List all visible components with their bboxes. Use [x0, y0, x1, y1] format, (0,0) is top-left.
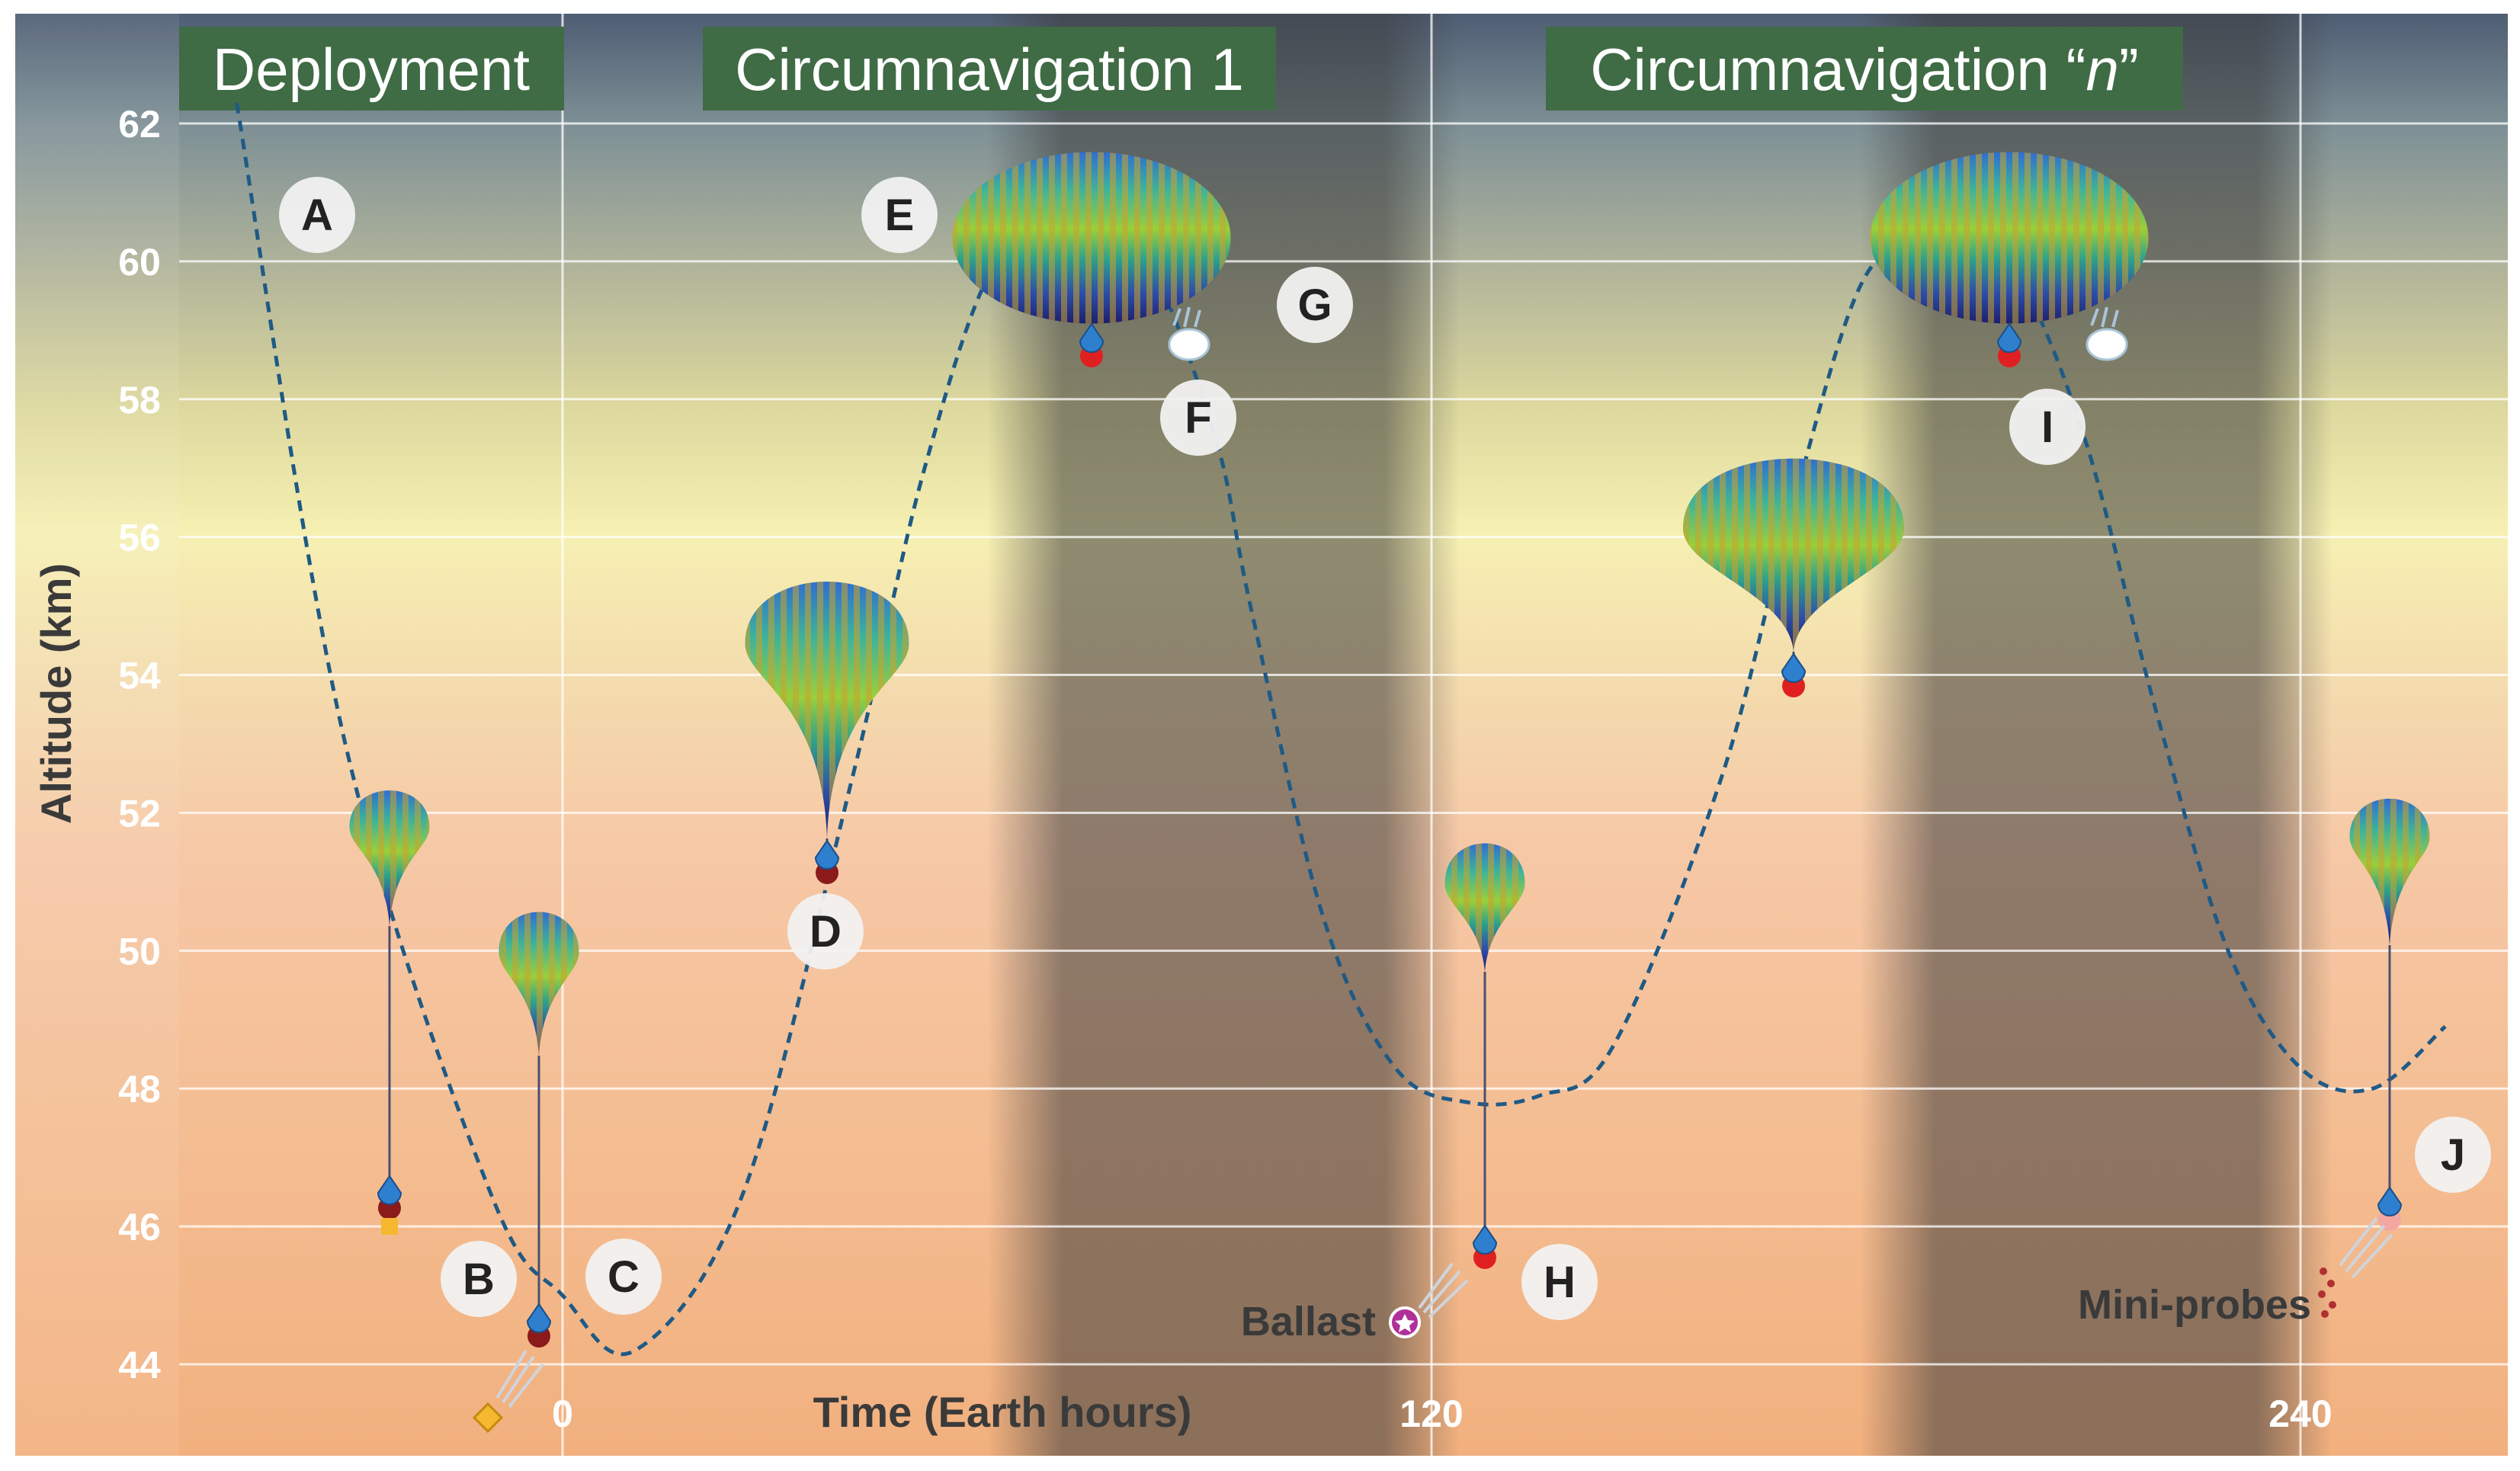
balloon-descent-1: [1444, 843, 1525, 1269]
balloon-ribs: [745, 582, 909, 838]
marker-label: C: [608, 1252, 640, 1302]
marker-circle: [2415, 1117, 2491, 1193]
balloon-inflating-1: [745, 582, 909, 884]
probe-body: [1079, 322, 1105, 353]
marker-label: A: [301, 191, 333, 240]
balloons: [349, 152, 2430, 1348]
phase-label: Circumnavigation 1: [735, 36, 1244, 103]
y-tick-label: 54: [118, 655, 161, 697]
marker-d: D: [787, 893, 864, 969]
probe-body: [377, 1175, 402, 1205]
x-tick-120: 120: [1399, 1392, 1463, 1435]
balloon-ribs: [1444, 843, 1525, 972]
marker-circle: [861, 177, 938, 253]
balloon-ribs: [1870, 152, 2149, 324]
phase-label-suffix: ”: [2119, 36, 2139, 103]
marker-circle: [441, 1241, 517, 1317]
marker-e: E: [861, 177, 938, 253]
phase-label: Deployment: [213, 36, 531, 103]
balloon-ribs: [2349, 798, 2430, 945]
capsule-box: [381, 1218, 398, 1235]
balloon-ribs: [349, 790, 430, 926]
marker-circle: [2009, 389, 2086, 465]
marker-label: D: [810, 907, 842, 957]
y-tick-label: 48: [118, 1068, 161, 1110]
gas-vent-icon: [2086, 306, 2128, 361]
phase-header-deployment: Deployment: [179, 27, 564, 111]
marker-h: H: [1521, 1244, 1598, 1320]
gas-vent-icon: [1168, 306, 1210, 361]
y-tick-label: 44: [118, 1344, 161, 1386]
marker-circle: [787, 893, 864, 969]
marker-circle: [1521, 1244, 1598, 1320]
x-tick-240: 240: [2268, 1392, 2332, 1435]
marker-j: J: [2415, 1117, 2491, 1193]
phase-box: [1546, 27, 2183, 111]
marker-c: C: [585, 1239, 662, 1315]
y-axis-title: Altitude (km): [32, 563, 80, 824]
y-tick-label: 46: [118, 1206, 161, 1248]
probe-body: [814, 839, 840, 870]
marker-i: I: [2009, 389, 2086, 465]
marker-f: F: [1160, 380, 1236, 456]
balloon-ribs: [1683, 458, 1904, 652]
step-markers: A B C D E F G H I J: [279, 177, 2491, 1320]
y-tick-label: 52: [118, 792, 161, 835]
marker-label: G: [1297, 280, 1332, 330]
marker-circle: [585, 1239, 662, 1315]
marker-label: J: [2441, 1130, 2465, 1180]
marker-label: H: [1544, 1258, 1576, 1307]
balloon-float-n: [1870, 152, 2149, 367]
y-tick-label: 58: [118, 379, 161, 421]
phase-label-prefix: Circumnavigation “: [1590, 36, 2086, 103]
mini-probes-icon: [2318, 1216, 2393, 1318]
marker-label: I: [2041, 402, 2054, 452]
marker-circle: [279, 177, 355, 253]
probe-body: [1996, 322, 2022, 353]
marker-circle: [1160, 380, 1236, 456]
balloon-descent-n: [2349, 798, 2430, 1231]
ballast-icon: [1389, 1262, 1469, 1338]
balloon-ribs: [952, 152, 1231, 324]
marker-g: G: [1277, 267, 1353, 343]
marker-label: F: [1185, 393, 1211, 443]
y-tick-label: 62: [118, 103, 161, 146]
marker-a: A: [279, 177, 355, 253]
phase-label: Circumnavigation “n”: [1590, 36, 2139, 103]
phase-box: [179, 27, 564, 111]
x-axis-title: Time (Earth hours): [813, 1388, 1192, 1436]
probe-body: [1472, 1224, 1498, 1255]
probe-body: [1781, 652, 1807, 683]
axis-strip: [15, 14, 179, 1456]
ballast-label: Ballast: [1241, 1299, 1376, 1344]
balloon-ribs: [499, 912, 579, 1056]
balloon-float-1: [952, 152, 1231, 367]
probe-body: [526, 1303, 552, 1333]
y-tick-label: 56: [118, 517, 161, 559]
phase-header-circumnavigation-n: Circumnavigation “n”: [1546, 27, 2183, 111]
marker-circle: [1277, 267, 1353, 343]
altitude-trajectory: [235, 102, 2447, 1357]
probe-body: [2377, 1186, 2403, 1216]
marker-b: B: [441, 1241, 517, 1317]
phase-label-italic: n: [2086, 36, 2118, 103]
marker-label: E: [885, 191, 915, 240]
balloon-deployment-2: [499, 912, 579, 1348]
phase-header-circumnavigation-1: Circumnavigation 1: [703, 27, 1276, 111]
capsule-icon: [472, 1349, 544, 1434]
grid-lines: [179, 14, 2508, 1456]
y-tick-label: 50: [118, 930, 161, 973]
y-tick-labels: 62 60 58 56 54 52 50 48 46 44: [118, 103, 161, 1386]
balloon-deployment-1: [349, 790, 430, 1219]
balloon-inflating-n: [1683, 458, 1904, 697]
mini-probes-label: Mini-probes: [2078, 1282, 2311, 1328]
y-tick-label: 60: [118, 241, 161, 284]
x-tick-0: 0: [552, 1392, 573, 1435]
marker-label: B: [463, 1255, 495, 1304]
phase-box: [703, 27, 1276, 111]
